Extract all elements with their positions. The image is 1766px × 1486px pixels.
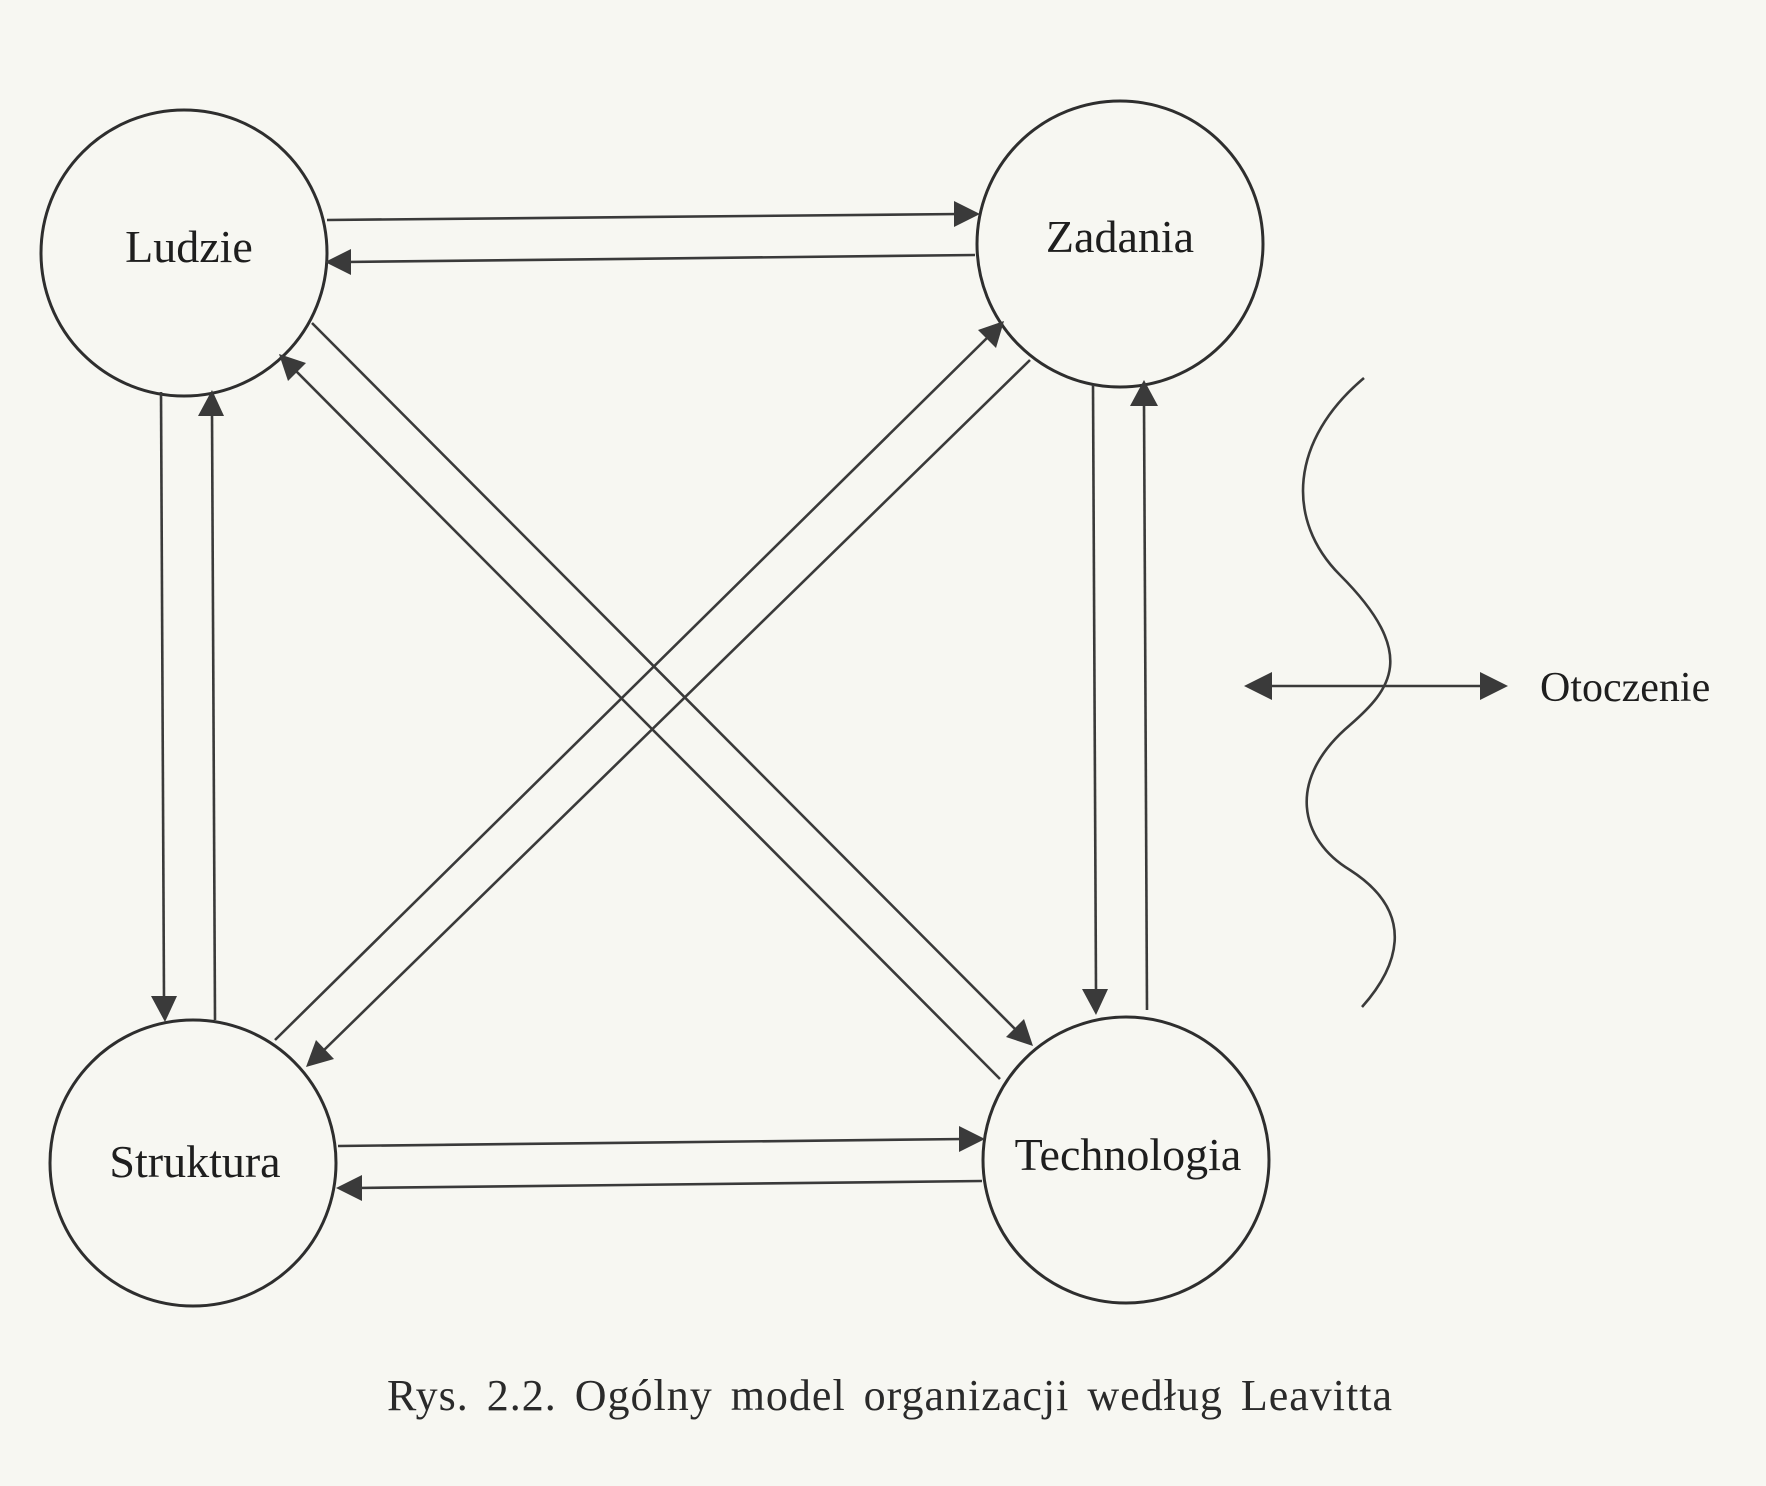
node-struktura-circle (48, 1018, 338, 1308)
arrow-struktura-to-technologia-head (959, 1126, 985, 1152)
arrow-technologia-to-ludzie-line (294, 369, 1001, 1080)
node-struktura-label: Struktura (109, 1136, 280, 1187)
arrow-zadania-to-ludzie-head (325, 249, 351, 275)
node-technologia-label: Technologia (1015, 1129, 1242, 1180)
arrow-ludzie-to-struktura-head (151, 996, 177, 1022)
arrow-technologia-to-zadania-head (1130, 380, 1158, 406)
arrow-struktura-to-zadania-line (274, 335, 990, 1041)
arrow-struktura-to-zadania-head (978, 321, 1004, 348)
arrow-technologia-to-ludzie-head (279, 354, 306, 381)
arrow-ludzie-to-struktura-line (159, 391, 166, 1001)
arrow-struktura-to-technologia-line (337, 1137, 966, 1148)
arrow-zadania-to-struktura-head (306, 1040, 334, 1067)
node-zadania-label: Zadania (1046, 211, 1194, 262)
node-ludzie-circle (39, 108, 329, 398)
arrow-technologia-to-struktura-line (355, 1179, 983, 1190)
environment-arrow-right-head (1480, 672, 1508, 700)
arrow-zadania-to-ludzie-line (344, 253, 976, 264)
arrow-ludzie-to-zadania-head (954, 201, 980, 227)
arrow-ludzie-to-technologia-line (311, 322, 1017, 1031)
arrow-zadania-to-struktura-line (321, 359, 1031, 1053)
arrow-struktura-to-ludzie-line (210, 411, 217, 1021)
arrow-zadania-to-technologia-head (1082, 989, 1108, 1015)
node-ludzie-label: Ludzie (125, 221, 253, 272)
arrow-ludzie-to-zadania-line (326, 212, 961, 222)
environment-boundary-wave (1301, 377, 1396, 1008)
environment-arrow-left-head (1244, 672, 1272, 700)
arrow-zadania-to-technologia-line (1091, 384, 1098, 993)
arrow-technologia-to-zadania-line (1142, 402, 1149, 1011)
arrow-technologia-to-struktura-head (336, 1175, 362, 1201)
figure-caption: Rys. 2.2. Ogólny model organizacji wedłu… (387, 1371, 1393, 1420)
node-technologia-circle (981, 1015, 1271, 1305)
node-zadania-circle (975, 99, 1265, 389)
arrow-struktura-to-ludzie-head (198, 390, 224, 416)
environment-label: Otoczenie (1540, 665, 1710, 711)
arrow-ludzie-to-technologia-head (1006, 1019, 1033, 1046)
